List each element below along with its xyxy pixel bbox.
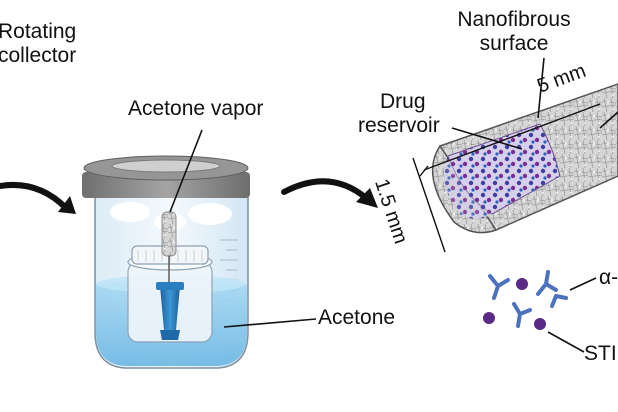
needle-icon — [156, 282, 184, 340]
rotating-collector-label-line2: collector — [0, 44, 77, 67]
drug-reservoir-leader — [451, 127, 523, 150]
nanofibrous-leader — [537, 57, 545, 119]
fiber-cylinder-icon — [431, 83, 618, 234]
curved-arrow-icon — [281, 178, 378, 208]
sti-leader — [547, 331, 585, 353]
acetone-label: Acetone — [318, 306, 396, 329]
antibody-label: α- — [599, 266, 618, 289]
acetone-vapor-leader — [169, 129, 203, 213]
nanofibrous-label-line2: surface — [479, 32, 549, 55]
drug-reservoir-label-line1: Drug — [380, 90, 426, 113]
drug-reservoir-label-line2: reservoir — [358, 114, 440, 137]
diameter-dim-line — [412, 157, 446, 253]
surface-leader-right — [599, 111, 618, 129]
beaker-icon — [82, 155, 250, 369]
acetone-vapor-label: Acetone vapor — [128, 97, 264, 120]
length-dim-line — [423, 103, 601, 171]
curved-arrow-icon — [0, 182, 76, 214]
sti-label: STI — [584, 342, 617, 365]
drug-particle-icon — [483, 278, 546, 330]
antibody-leader — [569, 277, 597, 291]
nanofibrous-label-line1: Nanofibrous — [457, 8, 571, 31]
antibody-icon — [488, 270, 568, 328]
rotating-collector-label-line1: Rotating — [0, 20, 77, 43]
acetone-leader — [223, 318, 317, 328]
